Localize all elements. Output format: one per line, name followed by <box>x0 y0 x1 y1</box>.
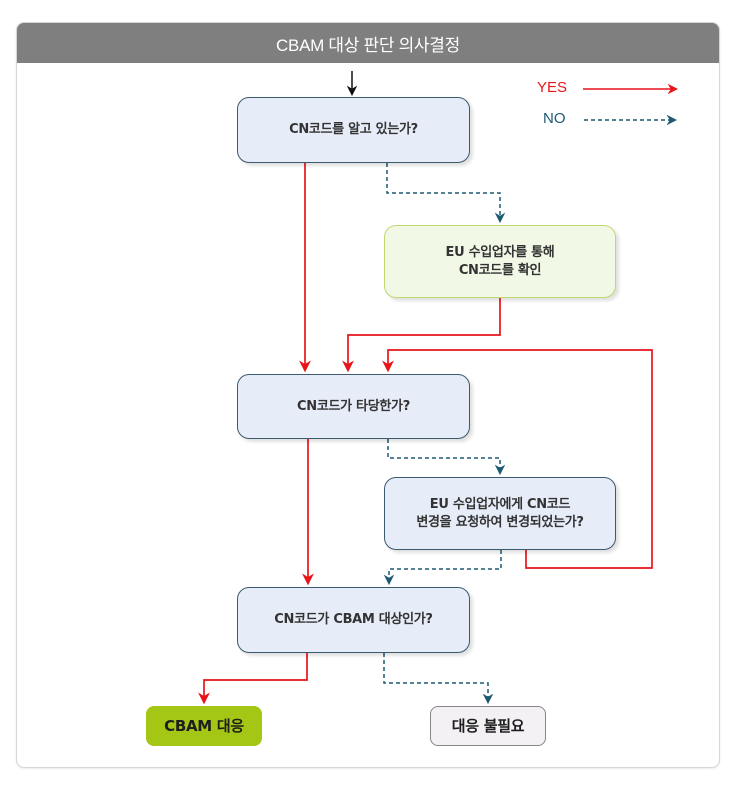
legend-no-label: NO <box>543 110 566 127</box>
node-q2-cn-code-valid: CN코드가 타당한가? <box>237 374 470 439</box>
node-q3-request-code-change: EU 수입업자에게 CN코드 변경을 요청하여 변경되었는가? <box>384 477 616 550</box>
node-end-no-response-needed: 대응 불필요 <box>430 706 546 746</box>
diagram-title: CBAM 대상 판단 의사결정 <box>17 23 719 63</box>
node-q1-know-cn-code: CN코드를 알고 있는가? <box>237 97 470 163</box>
node-q4-cbam-target: CN코드가 CBAM 대상인가? <box>237 587 470 653</box>
legend-yes-label: YES <box>537 79 568 96</box>
node-end-cbam-response: CBAM 대응 <box>146 706 262 746</box>
node-confirm-cn-code-via-importer: EU 수입업자를 통해 CN코드를 확인 <box>384 225 616 298</box>
